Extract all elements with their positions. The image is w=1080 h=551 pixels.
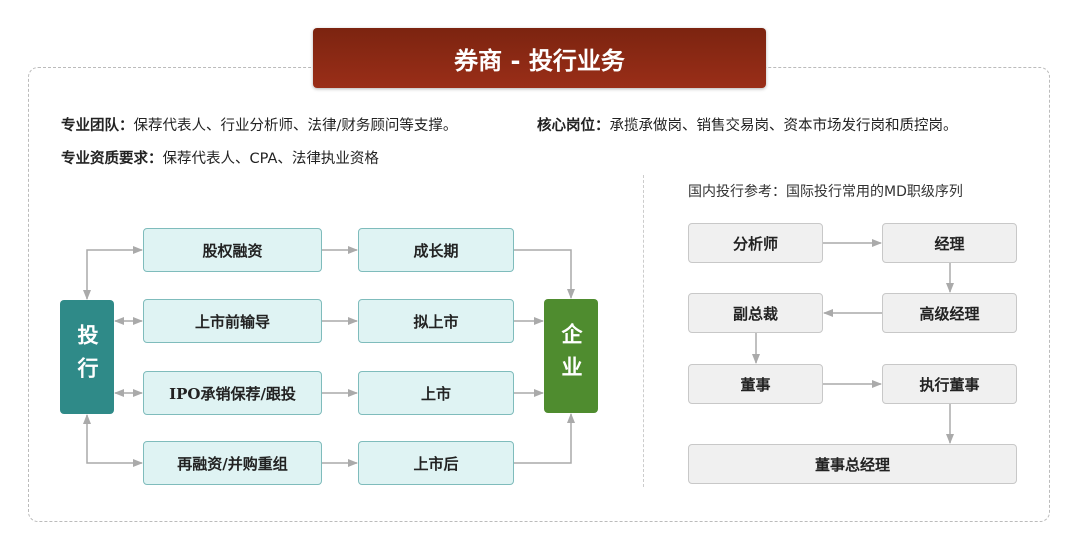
investment-bank-node: 投行 (60, 300, 114, 414)
rank-node: 副总裁 (688, 293, 823, 333)
qual-label: 专业资质要求： (61, 151, 163, 167)
ranks-title: 国内投行参考：国际投行常用的MD职级序列 (688, 184, 963, 200)
service-node: 上市前输导 (143, 299, 322, 343)
rank-node: 执行董事 (882, 364, 1017, 404)
qual-line: 专业资质要求：保荐代表人、CPA、法律执业资格 (61, 147, 379, 168)
stage-node: 成长期 (358, 228, 514, 272)
stage-node: 拟上市 (358, 299, 514, 343)
divider (643, 175, 644, 487)
arrow (83, 246, 143, 300)
core-label: 核心岗位： (537, 118, 610, 134)
core-line: 核心岗位：承揽承做岗、销售交易岗、资本市场发行岗和质控岗。 (537, 114, 958, 135)
stage-node: 上市 (358, 371, 514, 415)
page-title: 券商 - 投行业务 (313, 28, 766, 88)
core-text: 承揽承做岗、销售交易岗、资本市场发行岗和质控岗。 (609, 118, 958, 134)
qual-text: 保荐代表人、CPA、法律执业资格 (162, 151, 379, 167)
arrow (514, 249, 575, 299)
stage-node: 上市后 (358, 441, 514, 485)
team-line: 专业团队：保荐代表人、行业分析师、法律/财务顾问等支撑。 (61, 114, 457, 135)
rank-node: 分析师 (688, 223, 823, 263)
arrow (83, 414, 143, 467)
team-label: 专业团队： (61, 118, 134, 134)
investment-bank-label: 投行 (75, 324, 100, 390)
rank-node: 高级经理 (882, 293, 1017, 333)
arrow (514, 413, 575, 464)
rank-node: 董事 (688, 364, 823, 404)
enterprise-label: 企业 (559, 323, 584, 389)
rank-node: 经理 (882, 223, 1017, 263)
service-node: 再融资/并购重组 (143, 441, 322, 485)
service-node: IPO承销保荐/跟投 (143, 371, 322, 415)
service-node: 股权融资 (143, 228, 322, 272)
enterprise-node: 企业 (544, 299, 598, 413)
team-text: 保荐代表人、行业分析师、法律/财务顾问等支撑。 (133, 118, 458, 134)
rank-node: 董事总经理 (688, 444, 1017, 484)
